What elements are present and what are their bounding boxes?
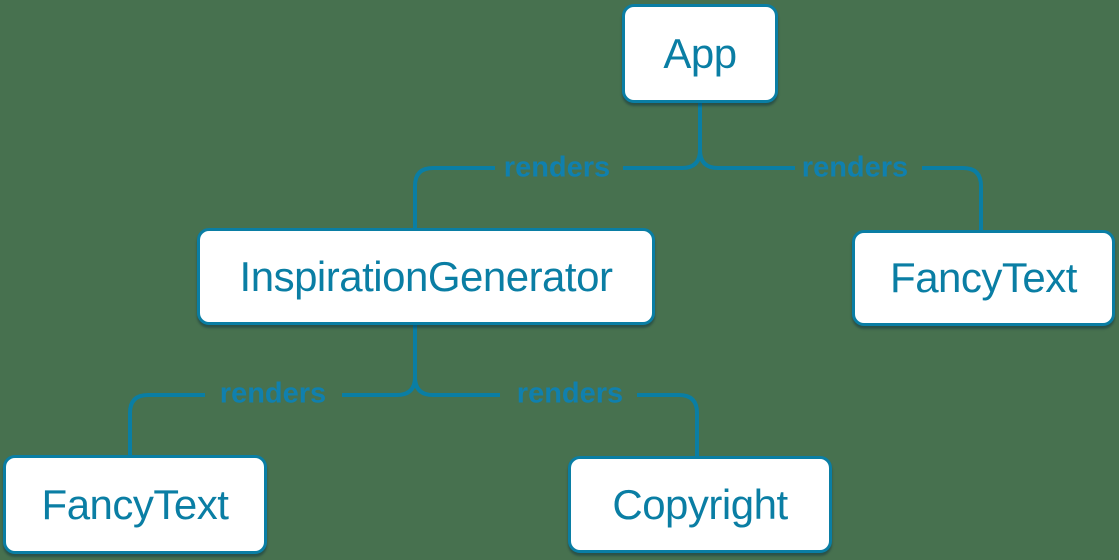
edge-app-to-inspirationgenerator-segment-b bbox=[413, 166, 495, 228]
edge-app-to-inspirationgenerator-segment-a bbox=[623, 103, 702, 170]
node-app: App bbox=[622, 4, 778, 103]
node-fancy-text-top-right-label: FancyText bbox=[890, 254, 1077, 301]
edge-inspirationgenerator-to-fancytext-segment-b bbox=[128, 393, 205, 455]
node-copyright: Copyright bbox=[568, 456, 832, 553]
edge-label-renders-inspirationgenerator-fancytext: renders bbox=[219, 377, 327, 410]
edge-inspirationgenerator-to-copyright-segment-b bbox=[637, 393, 699, 456]
edge-inspirationgenerator-to-fancytext-segment-a bbox=[342, 325, 417, 397]
node-fancy-text-bottom-left-label: FancyText bbox=[41, 480, 229, 528]
edge-label-renders-app-inspirationgenerator: renders bbox=[503, 151, 611, 184]
node-inspiration-generator-label: InspirationGenerator bbox=[239, 252, 613, 300]
edge-label-renders-app-fancytext: renders bbox=[801, 151, 909, 184]
node-fancy-text-bottom-left: FancyText bbox=[3, 455, 267, 554]
node-fancy-text-top-right: FancyText bbox=[852, 230, 1115, 326]
edge-app-to-fancytext-segment-a bbox=[698, 149, 795, 170]
edge-app-to-fancytext-segment-b bbox=[922, 166, 983, 230]
node-copyright-label: Copyright bbox=[612, 480, 788, 528]
edge-inspirationgenerator-to-copyright-segment-a bbox=[413, 376, 500, 397]
edge-label-renders-inspirationgenerator-copyright: renders bbox=[516, 377, 624, 410]
node-app-label: App bbox=[663, 29, 737, 77]
node-inspiration-generator: InspirationGenerator bbox=[197, 228, 655, 325]
